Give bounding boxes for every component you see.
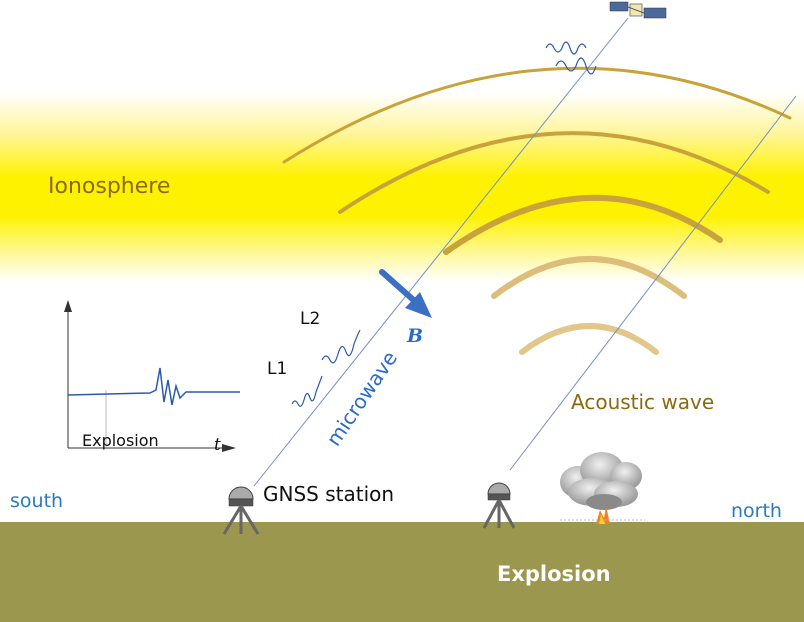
ionosphere-label: Ionosphere — [48, 174, 171, 199]
inset-signal-trace — [67, 367, 240, 406]
ray-north — [509, 95, 797, 471]
wavefront-1 — [519, 323, 659, 355]
inset-x-axis-label: Explosion — [82, 431, 159, 450]
inset-t-axis-label: t — [214, 435, 221, 455]
satellite-signal-wave-2 — [555, 57, 597, 75]
gnss-station-label: GNSS station — [263, 482, 395, 506]
acoustic-wave-label: Acoustic wave — [571, 390, 715, 414]
l2-signal-wave — [321, 329, 361, 364]
wavefront-3 — [443, 194, 723, 255]
wavefront-5 — [282, 66, 792, 164]
satellite-signal-wave-1 — [545, 41, 587, 55]
explosion-label: Explosion — [497, 562, 611, 586]
l1-label: L1 — [267, 359, 288, 379]
l2-label: L2 — [300, 309, 321, 329]
gnss-station-icon — [222, 486, 260, 535]
wavefront-2 — [491, 256, 687, 299]
explosion-cloud-icon — [560, 452, 645, 524]
gnss-station-north-icon — [482, 482, 516, 529]
magnetic-field-arrow — [379, 269, 432, 318]
ionosphere-layer — [0, 92, 804, 282]
wavefront-4 — [338, 131, 770, 214]
l1-signal-wave — [291, 375, 323, 407]
satellite-icon — [609, 1, 667, 19]
south-label: south — [10, 490, 64, 512]
inset-plot — [64, 300, 240, 452]
ground — [0, 522, 804, 622]
acoustic-wavefronts — [282, 66, 792, 355]
north-label: north — [731, 500, 782, 522]
ray-to-satellite — [253, 17, 629, 487]
magnetic-field-label: B — [407, 325, 424, 347]
